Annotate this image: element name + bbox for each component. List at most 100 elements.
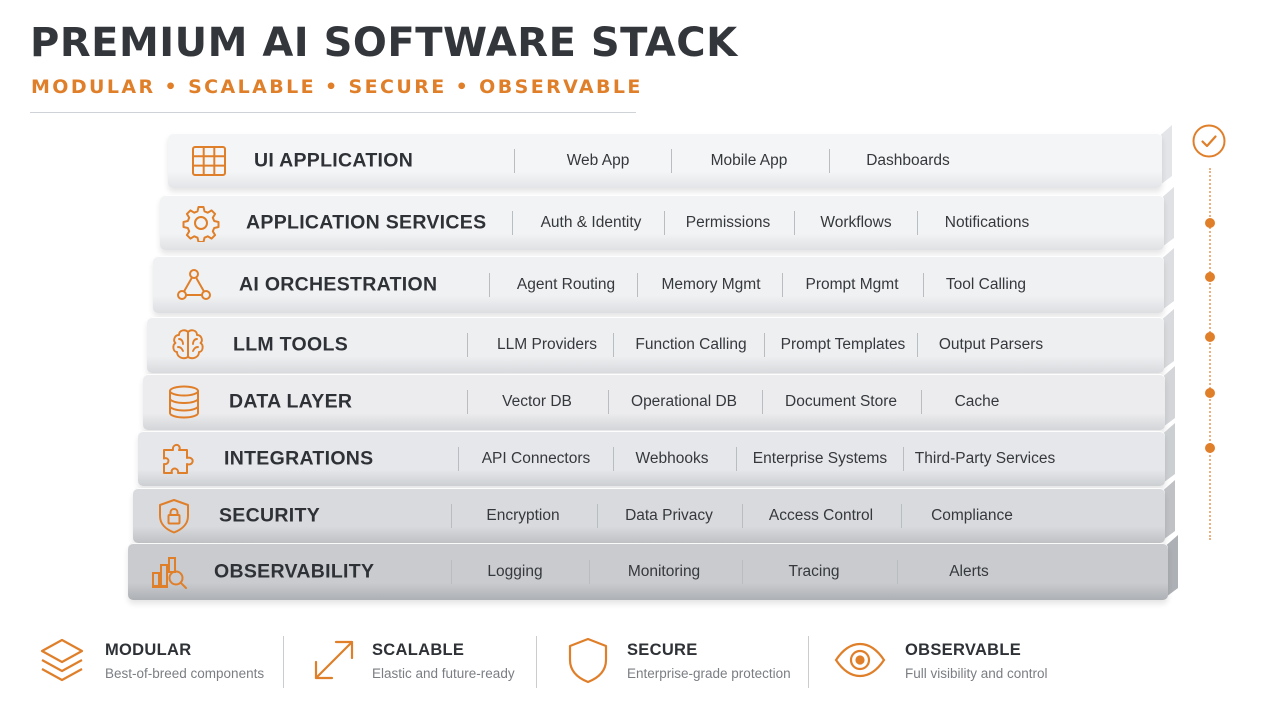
feature-divider (283, 636, 284, 688)
layer-item: Workflows (820, 213, 892, 231)
stack-layer: SECURITY Encryption Data Privacy Access Con… (133, 488, 1177, 543)
layer-separator (467, 333, 468, 357)
feature-desc: Full visibility and control (905, 666, 1048, 681)
feature-modular: MODULAR Best-of-breed components (36, 630, 276, 690)
layer-item: Web App (566, 151, 630, 169)
layer-item: Auth & Identity (540, 213, 642, 231)
layer-item: Encryption (486, 506, 560, 524)
layer-item: Prompt Mgmt (805, 275, 899, 293)
layer-item: Tool Calling (945, 275, 1027, 293)
layer-item: Third-Party Services (914, 449, 1056, 467)
timeline-dot (1205, 272, 1215, 282)
layer-item: Dashboards (866, 151, 950, 169)
page-title: PREMIUM AI SOFTWARE STACK (30, 20, 738, 66)
layer-separator (764, 333, 765, 357)
layer-separator (782, 272, 783, 297)
layer-item: Monitoring (627, 562, 701, 580)
layer-separator (467, 390, 468, 414)
layer-title: LLM TOOLS (233, 333, 348, 356)
layer-separator (589, 559, 590, 584)
layer-item: Permissions (685, 213, 771, 231)
feature-divider (536, 636, 537, 688)
feature-scalable: SCALABLE Elastic and future-ready (308, 630, 528, 690)
stack-layer: APPLICATION SERVICES Auth & Identity Permi… (160, 195, 1176, 250)
layer-separator (671, 148, 672, 173)
layer-separator (901, 503, 902, 528)
layer-item: Document Store (785, 393, 897, 410)
layer-item: Tracing (788, 562, 840, 580)
layer-item: Agent Routing (516, 275, 616, 293)
stack-layer: DATA LAYER Vector DB Operational DB Documen… (143, 374, 1177, 430)
layer-separator (736, 446, 737, 471)
layer-item: Logging (487, 562, 543, 580)
feature-observable: OBSERVABLE Full visibility and control (834, 630, 1074, 690)
check-circle-icon (1192, 124, 1226, 158)
chart-magnifier-icon (150, 553, 188, 591)
feature-title: OBSERVABLE (905, 641, 1022, 659)
layer-item: Mobile App (710, 151, 788, 169)
layer-separator (923, 272, 924, 297)
layer-separator (489, 272, 490, 297)
layer-separator (829, 148, 830, 173)
feature-title: MODULAR (105, 641, 192, 659)
layer-item: Notifications (944, 213, 1030, 231)
timeline-dot (1205, 388, 1215, 398)
shield-lock-icon (155, 497, 193, 535)
layer-separator (451, 559, 452, 584)
layer-face: DATA LAYER Vector DB Operational DB Documen… (143, 374, 1165, 430)
layer-title: APPLICATION SERVICES (246, 211, 487, 233)
stack-layer: OBSERVABILITY Logging Monitoring Tracing Ale… (128, 543, 1180, 600)
layer-separator (613, 333, 614, 357)
feature-secure: SECURE Enterprise-grade protection (562, 630, 802, 690)
layer-face: OBSERVABILITY Logging Monitoring Tracing Ale… (128, 543, 1168, 600)
shield-icon (562, 634, 614, 686)
layer-face: SECURITY Encryption Data Privacy Access Con… (133, 488, 1165, 543)
layer-separator (921, 390, 922, 414)
layer-separator (512, 210, 513, 235)
feature-divider (808, 636, 809, 688)
layer-title: SECURITY (219, 504, 320, 526)
layer-item: Function Calling (635, 336, 747, 353)
database-icon (165, 383, 203, 421)
layer-item: Output Parsers (938, 336, 1044, 353)
layer-separator (917, 210, 918, 235)
feature-desc: Elastic and future-ready (372, 666, 515, 681)
timeline-dot (1205, 218, 1215, 228)
feature-title: SCALABLE (372, 641, 465, 659)
layer-face: APPLICATION SERVICES Auth & Identity Permi… (160, 195, 1164, 250)
layer-item: Webhooks (635, 449, 709, 467)
layer-item: Access Control (768, 506, 874, 524)
layer-item: Operational DB (631, 393, 737, 410)
timeline-dot (1205, 332, 1215, 342)
layer-title: INTEGRATIONS (224, 447, 374, 469)
title-divider (30, 112, 636, 113)
page-subtitle: MODULAR • SCALABLE • SECURE • OBSERVABLE (31, 76, 643, 98)
layer-item: Cache (954, 393, 1000, 410)
layer-face: AI ORCHESTRATION Agent Routing Memory Mgmt… (153, 256, 1164, 313)
layer-separator (613, 446, 614, 471)
layer-title: AI ORCHESTRATION (239, 273, 438, 295)
layer-title: OBSERVABILITY (214, 560, 375, 582)
layer-title: DATA LAYER (229, 390, 353, 413)
layer-item: Memory Mgmt (661, 275, 761, 293)
layer-separator (458, 446, 459, 471)
layer-item: Data Privacy (625, 506, 713, 524)
layer-item: Alerts (949, 562, 989, 580)
layer-separator (637, 272, 638, 297)
feature-desc: Best-of-breed components (105, 666, 265, 681)
expand-arrow-icon (308, 634, 360, 686)
layer-item: Vector DB (502, 393, 572, 410)
timeline-line (1209, 168, 1211, 540)
stack-layer: AI ORCHESTRATION Agent Routing Memory Mgmt… (153, 256, 1176, 313)
layer-separator (597, 503, 598, 528)
layer-separator (742, 559, 743, 584)
layer-item: Prompt Templates (780, 336, 906, 353)
layer-separator (664, 210, 665, 235)
layer-item: Compliance (931, 506, 1013, 524)
puzzle-icon (160, 440, 198, 478)
